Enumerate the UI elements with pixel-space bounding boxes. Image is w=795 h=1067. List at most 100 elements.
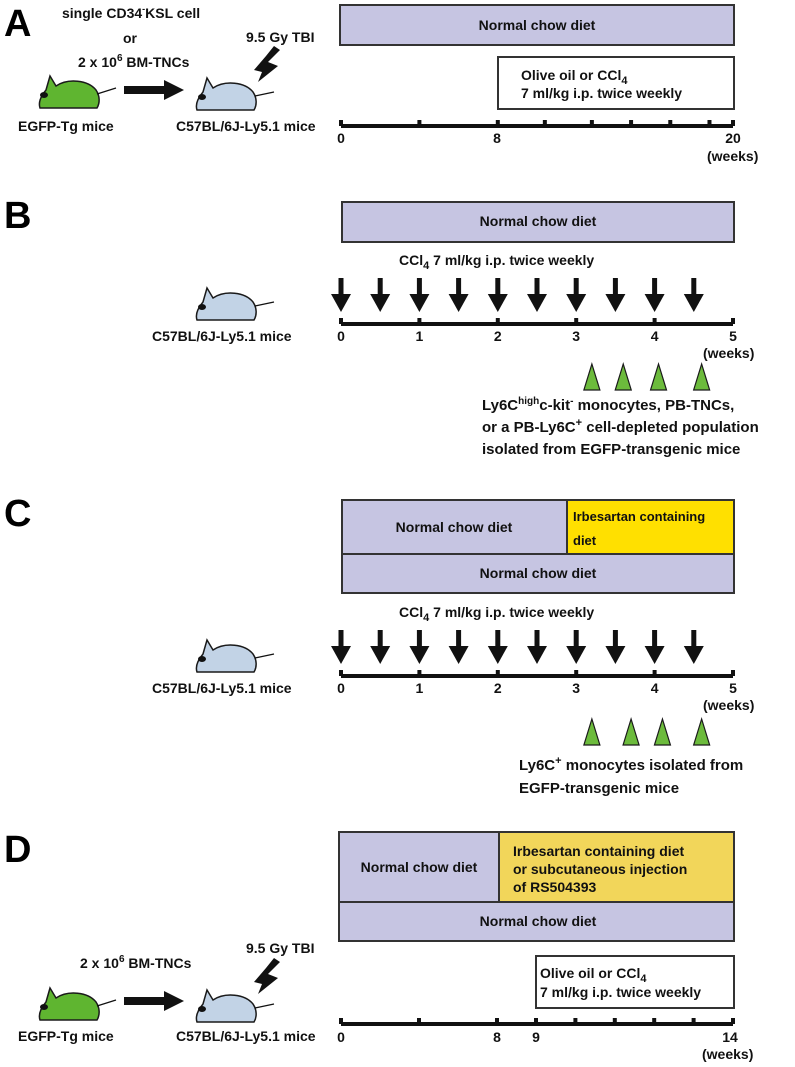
donor-mouse-label-a: EGFP-Tg mice bbox=[18, 118, 114, 134]
injection-arrow-icon bbox=[409, 278, 430, 312]
panel-letter-b: B bbox=[4, 195, 31, 237]
transfer-line1-b: Ly6Chighc-kit- monocytes, PB-TNCs, bbox=[482, 396, 734, 414]
panel-a: A single CD34-KSL cell or 2 x 106 BM-TNC… bbox=[4, 3, 758, 164]
recipient-mouse-icon bbox=[195, 988, 275, 1023]
cell-transfer-triangle-icon bbox=[583, 716, 601, 746]
injection-arrow-icon bbox=[566, 630, 587, 664]
timeline-axis-a bbox=[339, 120, 735, 128]
normal-chow-diet-top-box-d bbox=[338, 831, 500, 903]
axis-label-c: 5 bbox=[729, 680, 737, 696]
injection-arrow-icon bbox=[605, 630, 626, 664]
normal-chow-diet-bottom-label-d: Normal chow diet bbox=[480, 913, 597, 929]
recipient-mouse-icon bbox=[195, 76, 275, 111]
timeline-axis-c bbox=[339, 670, 735, 678]
injection-label-b: CCl4 7 ml/kg i.p. twice weekly bbox=[399, 252, 594, 272]
irbesartan-line1-d: Irbesartan containing diet bbox=[513, 843, 684, 859]
normal-chow-diet-bottom-box-c bbox=[341, 553, 735, 594]
recipient-mouse-label-c: C57BL/6J-Ly5.1 mice bbox=[152, 680, 292, 696]
axis-label-d-14: 14 bbox=[722, 1029, 738, 1045]
axis-label-b: 1 bbox=[416, 328, 424, 344]
irbesartan-line3-d: of RS504393 bbox=[513, 879, 596, 895]
cell-transfer-triangle-icon bbox=[583, 361, 601, 391]
axis-label-a-8: 8 bbox=[493, 130, 501, 146]
injection-arrow-icon bbox=[331, 278, 351, 312]
transfer-line3-b: isolated from EGFP-transgenic mice bbox=[482, 441, 740, 458]
panel-letter-d: D bbox=[4, 829, 31, 871]
irbesartan-diet-box-c bbox=[566, 499, 735, 555]
injection-arrow-icon bbox=[527, 630, 547, 664]
axis-label-b: 0 bbox=[337, 328, 345, 344]
recipient-mouse-label-a: C57BL/6J-Ly5.1 mice bbox=[176, 118, 316, 134]
treatment-box-d bbox=[535, 955, 735, 1009]
axis-unit-b: (weeks) bbox=[703, 345, 754, 361]
recipient-mouse-icon bbox=[195, 286, 275, 321]
axis-labels-b: 0 1 2 3 4 5 bbox=[337, 328, 737, 344]
timeline-axis-d bbox=[339, 1018, 735, 1026]
injection-arrow-icon bbox=[448, 278, 469, 312]
transfer-line2-b: or a PB-Ly6C+ cell-depleted population bbox=[482, 417, 759, 436]
injection-arrow-icon bbox=[644, 278, 665, 312]
donor-cells-label-d: 2 x 106 BM-TNCs bbox=[80, 954, 192, 971]
recipient-mouse-label-d: C57BL/6J-Ly5.1 mice bbox=[176, 1028, 316, 1044]
irbesartan-line2-d: or subcutaneous injection bbox=[513, 861, 687, 877]
irradiation-bolt-icon bbox=[254, 46, 280, 82]
panel-b: B C57BL/6J-Ly5.1 mice Normal chow diet C… bbox=[4, 195, 759, 458]
irbesartan-diet-line1-c: Irbesartan containing bbox=[573, 509, 705, 524]
injection-arrow-icon bbox=[487, 630, 508, 664]
axis-label-b: 4 bbox=[651, 328, 659, 344]
injection-arrows-c bbox=[331, 630, 704, 664]
donor-cells-or-a: or bbox=[123, 30, 138, 46]
treatment-line1-a: Olive oil or CCl4 bbox=[521, 67, 628, 87]
injection-arrow-icon bbox=[409, 630, 430, 664]
timeline-axis-b bbox=[339, 318, 735, 326]
egfp-mouse-icon bbox=[38, 986, 117, 1021]
normal-chow-diet-top-box-c bbox=[341, 499, 568, 555]
cell-transfer-triangle-icon bbox=[614, 361, 633, 391]
injection-arrow-icon bbox=[527, 278, 547, 312]
injection-arrow-icon bbox=[448, 630, 469, 664]
cell-transfer-triangle-icon bbox=[653, 716, 672, 746]
axis-label-d-9: 9 bbox=[532, 1029, 540, 1045]
panel-letter-a: A bbox=[4, 3, 31, 45]
normal-chow-diet-bottom-box-d bbox=[338, 901, 735, 942]
axis-label-c: 0 bbox=[337, 680, 345, 696]
treatment-line1-d: Olive oil or CCl4 bbox=[540, 965, 647, 985]
recipient-mouse-label-b: C57BL/6J-Ly5.1 mice bbox=[152, 328, 292, 344]
cell-transfer-triangle-icon bbox=[692, 361, 711, 391]
normal-chow-diet-top-label-d: Normal chow diet bbox=[361, 859, 478, 875]
injection-arrow-icon bbox=[566, 278, 587, 312]
injection-arrow-icon bbox=[370, 630, 391, 664]
transplant-arrow-icon bbox=[124, 80, 184, 100]
axis-label-b: 2 bbox=[494, 328, 502, 344]
cell-transfer-triangle-icon bbox=[649, 361, 668, 391]
egfp-mouse-icon bbox=[38, 74, 117, 109]
injection-arrow-icon bbox=[683, 278, 704, 312]
normal-chow-diet-box-a bbox=[339, 4, 735, 46]
treatment-line2-a: 7 ml/kg i.p. twice weekly bbox=[521, 85, 682, 101]
normal-chow-diet-box-b bbox=[341, 201, 735, 243]
transfer-line1-c: Ly6C+ monocytes isolated from bbox=[519, 755, 743, 774]
donor-cells-label-a: single CD34-KSL cell bbox=[62, 4, 200, 21]
injection-arrow-icon bbox=[487, 278, 508, 312]
panel-letter-c: C bbox=[4, 493, 31, 535]
irbesartan-diet-line2-c: diet bbox=[573, 533, 597, 548]
cell-transfer-triangle-icon bbox=[622, 716, 640, 746]
normal-chow-diet-label-b: Normal chow diet bbox=[480, 213, 597, 229]
irradiation-bolt-icon bbox=[254, 958, 280, 994]
panel-d: D 2 x 106 BM-TNCs 9.5 Gy TBI EGFP-Tg mic… bbox=[4, 829, 753, 1062]
injection-arrow-icon bbox=[644, 630, 665, 664]
recipient-mouse-icon bbox=[195, 638, 275, 673]
cell-transfer-markers-c bbox=[583, 716, 711, 746]
injection-arrow-icon bbox=[605, 278, 626, 312]
axis-unit-c: (weeks) bbox=[703, 697, 754, 713]
injection-arrow-icon bbox=[683, 630, 704, 664]
treatment-line2-d: 7 ml/kg i.p. twice weekly bbox=[540, 984, 701, 1000]
axis-label-c: 4 bbox=[651, 680, 659, 696]
axis-label-b: 5 bbox=[729, 328, 737, 344]
injection-arrow-icon bbox=[331, 630, 351, 664]
normal-chow-diet-bottom-label-c: Normal chow diet bbox=[480, 565, 597, 581]
axis-label-c: 1 bbox=[416, 680, 424, 696]
axis-label-b: 3 bbox=[572, 328, 580, 344]
donor-mouse-label-d: EGFP-Tg mice bbox=[18, 1028, 114, 1044]
